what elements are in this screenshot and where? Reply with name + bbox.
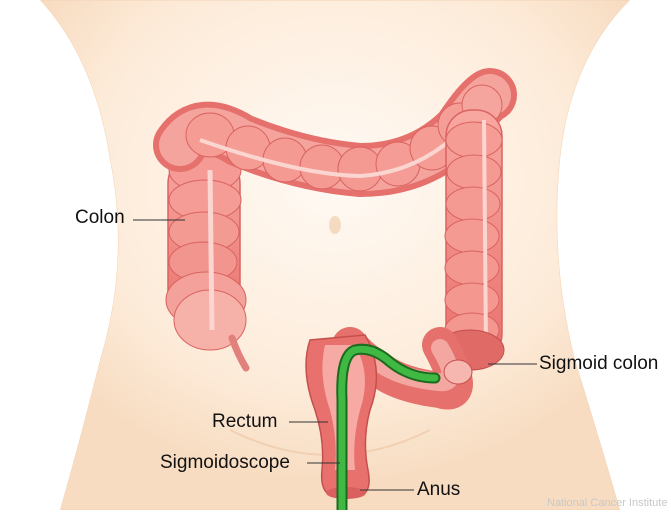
descending-colon [445,110,502,360]
anus-label: Anus [417,479,460,501]
navel [329,216,341,234]
sigmoid-colon-label: Sigmoid colon [539,353,658,375]
colon-label: Colon [75,207,125,229]
rectum-label: Rectum [212,411,277,433]
credit-watermark: National Cancer Institute [547,497,667,509]
sigmoidoscope-label: Sigmoidoscope [160,452,290,474]
